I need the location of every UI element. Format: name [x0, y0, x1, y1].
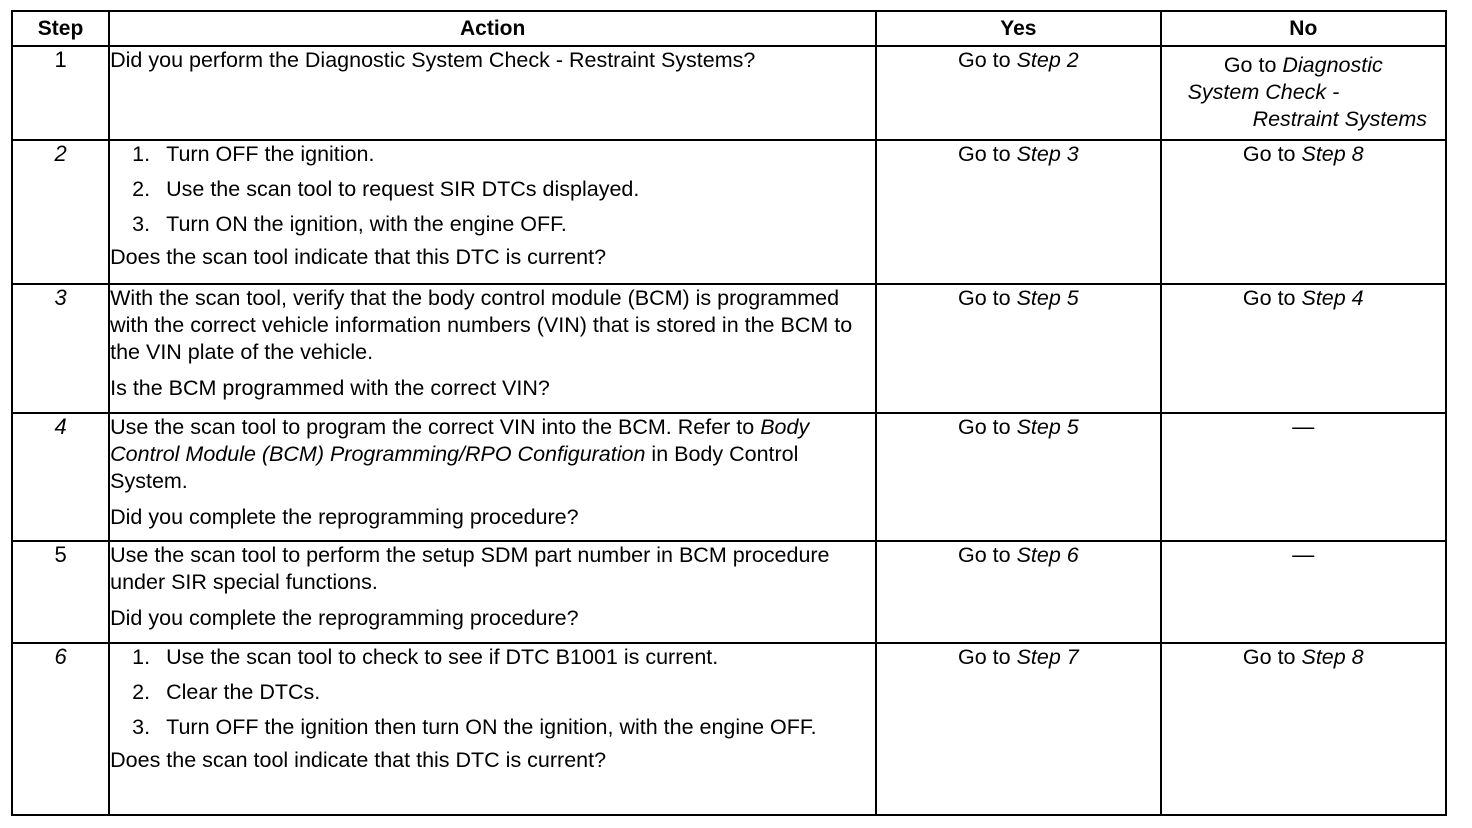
action-text: Use the scan tool to perform the setup S…	[110, 543, 830, 594]
action-question: Did you perform the Diagnostic System Ch…	[110, 48, 756, 72]
yes-prefix: Go to	[958, 48, 1017, 72]
action-question: Does the scan tool indicate that this DT…	[110, 245, 607, 269]
no-prefix: Go to	[1223, 53, 1283, 77]
header-action: Action	[108, 10, 878, 47]
no-cell: Go to Step 8	[1159, 139, 1448, 285]
procedure-item: 1.Turn OFF the ignition.	[132, 142, 375, 166]
action-question: Is the BCM programmed with the correct V…	[110, 376, 550, 400]
yes-step-link[interactable]: Step 6	[1016, 543, 1079, 567]
step-number: 4	[10, 412, 111, 542]
yes-step-link[interactable]: Step 2	[1016, 48, 1079, 72]
procedure-item: 2.Use the scan tool to request SIR DTCs …	[132, 177, 640, 201]
procedure-list: 1.Use the scan tool to check to see if D…	[110, 644, 875, 741]
action-question: Does the scan tool indicate that this DT…	[110, 748, 607, 772]
procedure-item: 3.Turn OFF the ignition then turn ON the…	[132, 715, 817, 739]
yes-cell: Go to Step 6	[875, 540, 1162, 644]
step-number: 6	[10, 642, 111, 816]
no-cell: Go to Diagnostic System Check - Restrain…	[1159, 45, 1448, 141]
table-row: 2 1.Turn OFF the ignition. 2.Use the sca…	[10, 139, 1448, 285]
yes-cell: Go to Step 7	[875, 642, 1162, 816]
action-cell: With the scan tool, verify that the body…	[108, 283, 878, 414]
procedure-item: 3.Turn ON the ignition, with the engine …	[132, 212, 567, 236]
no-link-line2: System Check -	[1187, 80, 1340, 104]
procedure-item: 1.Use the scan tool to check to see if D…	[132, 645, 719, 669]
table-row: 1 Did you perform the Diagnostic System …	[10, 45, 1448, 141]
yes-cell: Go to Step 5	[875, 283, 1162, 414]
no-step-link[interactable]: Step 8	[1301, 645, 1364, 669]
no-reference[interactable]: Go to Diagnostic System Check - Restrain…	[1162, 47, 1445, 133]
diagnostic-table: Step Action Yes No 1 Did you perform the…	[10, 10, 1448, 816]
table-row: 6 1.Use the scan tool to check to see if…	[10, 642, 1448, 816]
step-number: 3	[10, 283, 111, 414]
table-row: 4 Use the scan tool to program the corre…	[10, 412, 1448, 542]
action-cell: Use the scan tool to program the correct…	[108, 412, 878, 542]
no-step-link[interactable]: Step 8	[1301, 142, 1364, 166]
header-yes: Yes	[875, 10, 1162, 47]
yes-cell: Go to Step 5	[875, 412, 1162, 542]
action-text: With the scan tool, verify that the body…	[110, 286, 853, 364]
action-question: Did you complete the reprogramming proce…	[110, 505, 579, 529]
no-step-link[interactable]: Step 4	[1301, 286, 1364, 310]
table-row: 5 Use the scan tool to perform the setup…	[10, 540, 1448, 644]
action-text: Use the scan tool to program the correct…	[110, 415, 810, 493]
action-cell: Use the scan tool to perform the setup S…	[108, 540, 878, 644]
action-cell: 1.Turn OFF the ignition. 2.Use the scan …	[108, 139, 878, 285]
no-dash: —	[1292, 414, 1315, 439]
header-step: Step	[10, 10, 111, 47]
action-cell: Did you perform the Diagnostic System Ch…	[108, 45, 878, 141]
procedure-reference-link[interactable]: Body Control Module (BCM) Programming/RP…	[110, 415, 810, 466]
no-cell: Go to Step 4	[1159, 283, 1448, 414]
no-dash: —	[1292, 542, 1315, 567]
header-no: No	[1159, 10, 1448, 47]
table-row: 3 With the scan tool, verify that the bo…	[10, 283, 1448, 414]
header-row: Step Action Yes No	[10, 10, 1448, 47]
yes-step-link[interactable]: Step 5	[1016, 286, 1079, 310]
step-number: 2	[10, 139, 111, 285]
yes-cell: Go to Step 3	[875, 139, 1162, 285]
procedure-item: 2.Clear the DTCs.	[132, 680, 321, 704]
no-link-line1: Diagnostic	[1282, 53, 1383, 77]
yes-cell: Go to Step 2	[875, 45, 1162, 141]
action-cell: 1.Use the scan tool to check to see if D…	[108, 642, 878, 816]
yes-step-link[interactable]: Step 3	[1016, 142, 1079, 166]
no-cell: —	[1159, 412, 1448, 542]
yes-step-link[interactable]: Step 5	[1016, 415, 1079, 439]
yes-step-link[interactable]: Step 7	[1016, 645, 1079, 669]
step-number: 5	[10, 540, 111, 644]
no-link-line3: Restraint Systems	[1252, 107, 1427, 131]
procedure-list: 1.Turn OFF the ignition. 2.Use the scan …	[110, 141, 875, 238]
no-cell: Go to Step 8	[1159, 642, 1448, 816]
no-cell: —	[1159, 540, 1448, 644]
action-question: Did you complete the reprogramming proce…	[110, 606, 579, 630]
step-number: 1	[10, 45, 111, 141]
